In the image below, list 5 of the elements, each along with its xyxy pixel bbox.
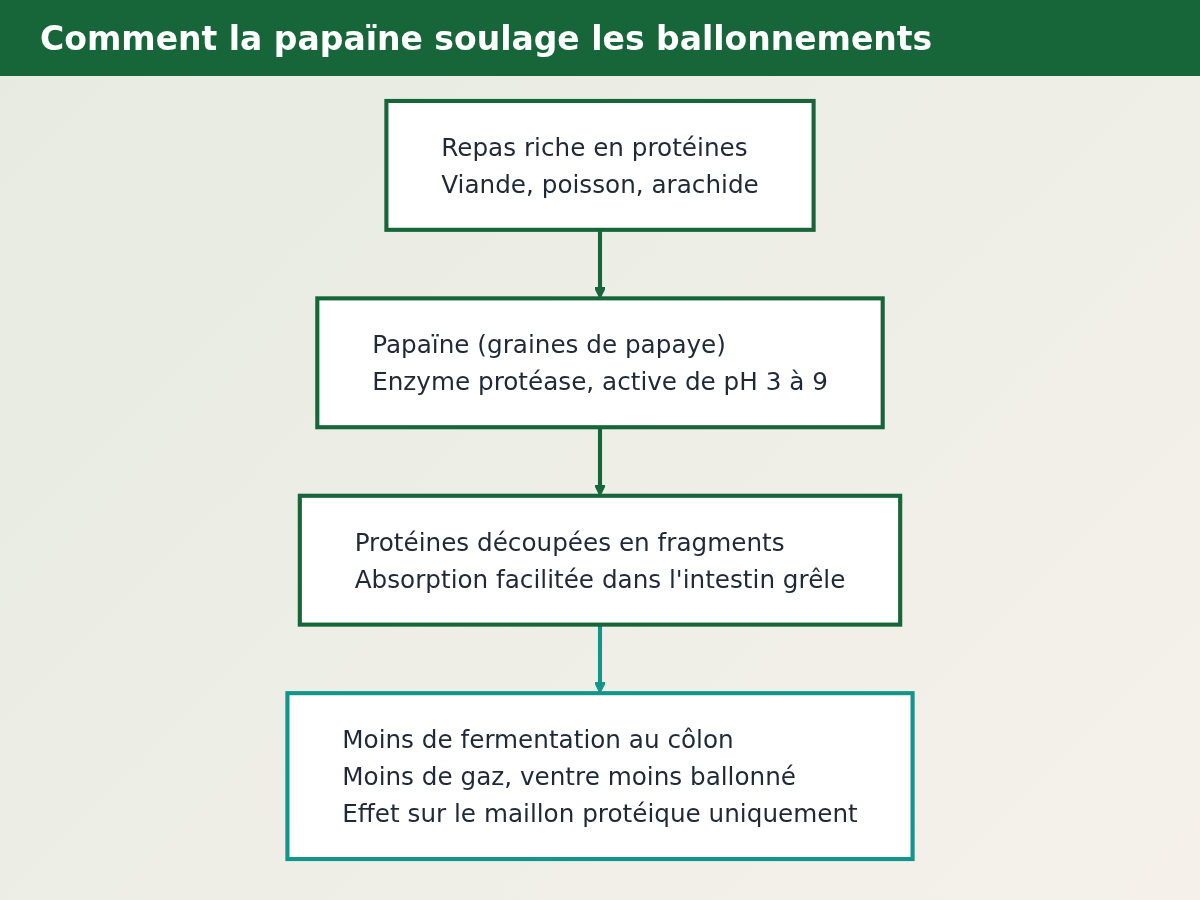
node-box: Repas riche en protéines Viande, poisson, arachide (384, 98, 816, 232)
title: Comment la papaïne soulage les ballonnements (40, 18, 933, 58)
node-box: Moins de fermentation au côlon Moins de gaz, ventre moins ballonné Effet sur le maillon protéique uniquement (285, 691, 915, 862)
node-box: Papaïne (graines de papaye) Enzyme protéase, active de pH 3 à 9 (315, 296, 885, 430)
node-box: Protéines découpées en fragments Absorption facilitée dans l'intestin grêle (297, 493, 903, 627)
